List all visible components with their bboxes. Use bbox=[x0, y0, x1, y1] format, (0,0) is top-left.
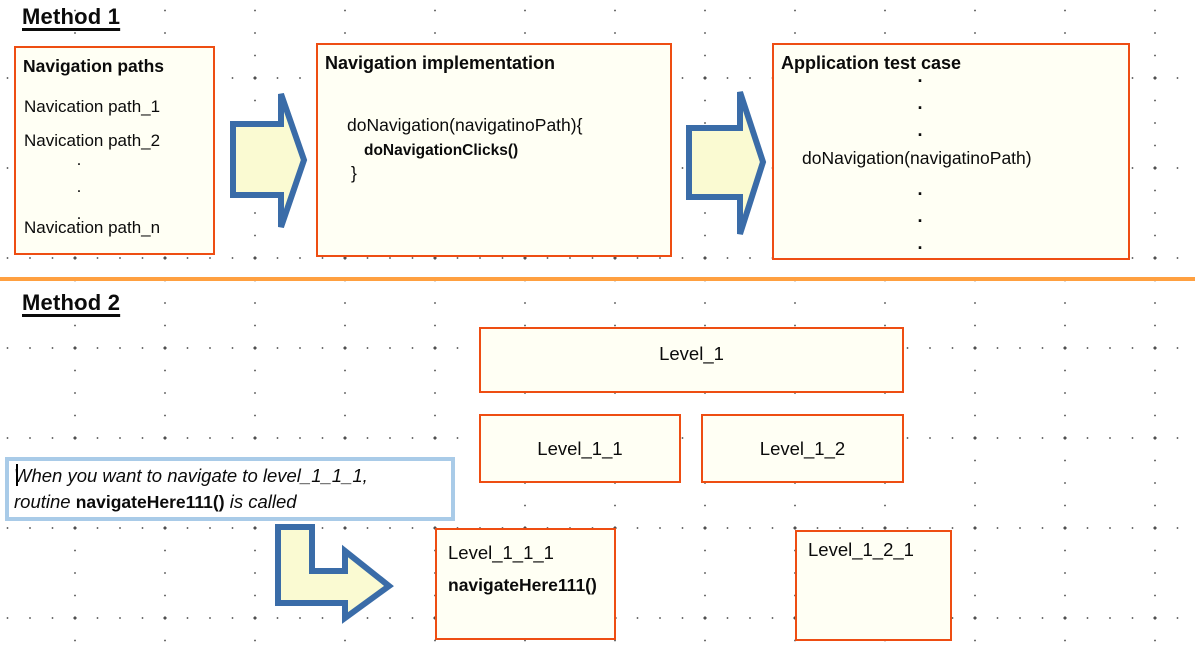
level-1-1-1-box[interactable]: Level_1_1_1 navigateHere111() bbox=[435, 528, 616, 640]
navigation-implementation-box[interactable]: Navigation implementation doNavigation(n… bbox=[316, 43, 672, 257]
method1-heading: Method 1 bbox=[22, 4, 121, 29]
code-donavigation-open: doNavigation(navigatinoPath){ bbox=[347, 115, 583, 135]
right-arrow-1[interactable] bbox=[230, 93, 308, 228]
level-1-2-1-box[interactable]: Level_1_2_1 bbox=[795, 530, 952, 641]
application-test-case-box[interactable]: Application test case ... doNavigation(n… bbox=[772, 43, 1130, 260]
callout-routine-name: navigateHere111() bbox=[75, 492, 225, 512]
navigation-path-1: Navication path_1 bbox=[24, 97, 161, 116]
level-1-box[interactable]: Level_1 bbox=[479, 327, 904, 393]
level-1-label: Level_1 bbox=[659, 343, 724, 364]
ellipsis-vertical: ... bbox=[76, 150, 82, 223]
method2-heading: Method 2 bbox=[22, 290, 121, 315]
code-donavigation-call: doNavigation(navigatinoPath) bbox=[802, 148, 1032, 168]
level-1-2-box[interactable]: Level_1_2 bbox=[701, 414, 904, 483]
callout-line2: routine navigateHere111() is called bbox=[14, 491, 297, 512]
code-close-brace: } bbox=[351, 163, 357, 183]
level-1-2-1-label: Level_1_2_1 bbox=[808, 539, 914, 560]
level-1-1-1-routine-label: navigateHere111() bbox=[448, 575, 597, 595]
navigation-path-n: Navication path_n bbox=[24, 218, 161, 237]
level-1-1-box[interactable]: Level_1_1 bbox=[479, 414, 681, 483]
section-divider-line bbox=[0, 277, 1195, 281]
level-1-1-label: Level_1_1 bbox=[537, 437, 623, 459]
callout-note[interactable]: When you want to navigate to level_1_1_1… bbox=[5, 457, 455, 521]
ellipsis-vertical-top: ... bbox=[917, 66, 923, 140]
level-1-2-label: Level_1_2 bbox=[759, 437, 846, 459]
navigation-implementation-title: Navigation implementation bbox=[325, 53, 556, 73]
code-donavigationclicks: doNavigationClicks() bbox=[364, 142, 519, 159]
bent-right-arrow[interactable] bbox=[275, 524, 394, 624]
navigation-paths-title: Navigation paths bbox=[23, 56, 164, 76]
ellipsis-vertical-bottom: ... bbox=[917, 179, 923, 253]
text-cursor bbox=[16, 464, 18, 486]
level-1-1-1-label: Level_1_1_1 bbox=[448, 542, 554, 563]
callout-line1: When you want to navigate to level_1_1_1… bbox=[14, 465, 368, 486]
right-arrow-2[interactable] bbox=[686, 91, 767, 235]
application-test-case-title: Application test case bbox=[781, 53, 962, 73]
navigation-path-2: Navication path_2 bbox=[24, 131, 161, 150]
navigation-paths-box[interactable]: Navigation paths Navication path_1 Navic… bbox=[14, 46, 215, 255]
